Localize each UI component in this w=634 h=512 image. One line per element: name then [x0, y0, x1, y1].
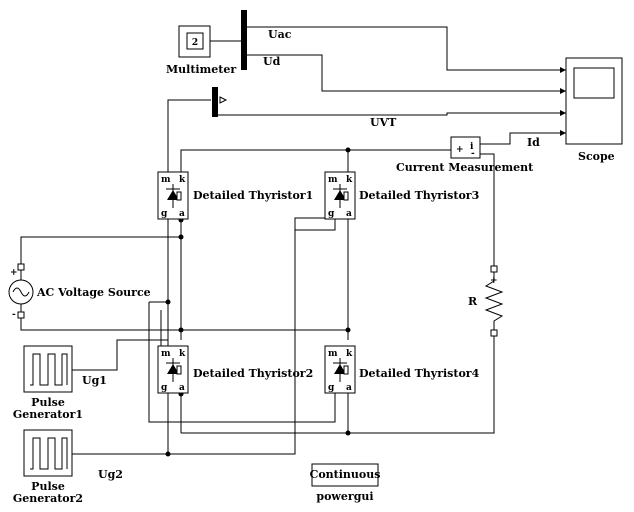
svg-text:a: a [179, 383, 185, 393]
scope-screen-icon [573, 67, 615, 99]
svg-text:m: m [161, 175, 171, 185]
cm-to-r-line [480, 153, 495, 266]
ug1-label: Ug1 [82, 374, 107, 387]
svg-text:m: m [328, 349, 338, 359]
svg-text:k: k [179, 175, 186, 185]
uac-label: Uac [268, 28, 292, 41]
scope-block[interactable] [565, 57, 623, 145]
cm-minus: - [471, 149, 475, 159]
junction-dot [178, 327, 184, 333]
ug2-line-1 [72, 219, 169, 455]
powergui-block[interactable]: Continuous [310, 463, 381, 487]
r-bottom-line [181, 336, 495, 434]
arrowhead [560, 110, 566, 116]
thyristor4-block[interactable]: m k g a [324, 345, 356, 394]
svg-text:g: g [328, 209, 335, 219]
thyristor3-block[interactable]: m k g a [324, 171, 356, 220]
resistor-block[interactable] [484, 265, 504, 337]
wires [20, 26, 566, 455]
ac-voltage-source-block[interactable] [8, 263, 34, 319]
current-measurement-block[interactable]: + i - [450, 136, 481, 159]
ac-plus: + [10, 268, 18, 278]
uvt-label: UVT [370, 116, 397, 129]
ug1-line [72, 339, 169, 371]
multimeter-value: 2 [192, 38, 198, 48]
resistor-zigzag-icon [484, 272, 504, 330]
ud-line[interactable] [247, 54, 566, 92]
svg-text:m: m [328, 175, 338, 185]
svg-text:a: a [179, 209, 185, 219]
ug2-to-thy4-line [168, 217, 335, 455]
thyristor3-label: Detailed Thyristor3 [359, 189, 479, 202]
multimeter-demux[interactable] [241, 10, 247, 70]
svg-text:g: g [328, 383, 335, 393]
arrowhead [560, 130, 566, 136]
thy3-gate-line [295, 218, 336, 231]
current-measurement-label: Current Measurement [396, 161, 534, 174]
ac-bottom-line [20, 317, 348, 331]
top-bus-line [180, 149, 451, 172]
thyristor4-label: Detailed Thyristor4 [359, 367, 480, 380]
ac-minus: - [12, 310, 16, 320]
svg-text:k: k [346, 175, 353, 185]
arrowhead [560, 88, 566, 94]
id-label: Id [527, 136, 540, 149]
pulse1-label-line2: Generator1 [13, 408, 83, 421]
multimeter-label: Multimeter [166, 63, 236, 76]
arrowhead [560, 67, 566, 73]
junction-dot [165, 299, 171, 305]
svg-text:m: m [161, 349, 171, 359]
svg-text:g: g [161, 209, 168, 219]
ac-top-line [20, 236, 181, 267]
powergui-text: Continuous [310, 468, 381, 481]
svg-text:a: a [346, 383, 352, 393]
uvt-mux[interactable] [212, 87, 218, 117]
mux-port-icon [219, 96, 228, 104]
cm-plus: + [456, 145, 464, 155]
pulse-generator1-block[interactable] [23, 345, 73, 393]
cm-i: i [470, 142, 474, 152]
arrowheads [560, 67, 566, 136]
uac-line[interactable] [247, 26, 566, 71]
junction-dot [165, 451, 171, 457]
thyristor2-label: Detailed Thyristor2 [193, 367, 313, 380]
junction-dot [178, 234, 184, 240]
thyristor1-label: Detailed Thyristor1 [193, 189, 313, 202]
resistor-label: R [468, 295, 478, 308]
svg-text:a: a [346, 209, 352, 219]
ug1-to-thy4-line [148, 302, 336, 423]
thyristor2-block[interactable]: m k g a [157, 345, 189, 394]
svg-text:g: g [161, 383, 168, 393]
multimeter-block[interactable]: 2 [178, 25, 211, 58]
thyristor1-block[interactable]: m k g a [157, 171, 189, 220]
scope-label: Scope [578, 150, 615, 163]
svg-text:k: k [179, 349, 186, 359]
ud-label: Ud [263, 55, 281, 68]
pulse-wave-icon [30, 353, 68, 386]
pulse-wave-icon [30, 437, 68, 470]
uvt-mux-input-line [167, 99, 211, 172]
svg-text:k: k [346, 349, 353, 359]
powergui-label: powergui [316, 490, 373, 503]
pulse2-label-line2: Generator2 [13, 492, 83, 505]
id-line[interactable] [480, 132, 566, 145]
pulse-generator2-block[interactable] [23, 429, 73, 477]
junction-dot [345, 147, 351, 153]
ac-source-label: AC Voltage Source [36, 286, 151, 299]
pulse2-label-line1: Pulse [31, 480, 65, 493]
junctions [165, 147, 351, 457]
sine-wave-icon [12, 287, 30, 297]
pulse1-label-line1: Pulse [31, 396, 65, 409]
uvt-line[interactable] [218, 112, 566, 116]
resistor-plus: + [490, 276, 498, 286]
junction-dot [345, 327, 351, 333]
ug2-label: Ug2 [98, 468, 123, 481]
junction-dot [345, 430, 351, 436]
